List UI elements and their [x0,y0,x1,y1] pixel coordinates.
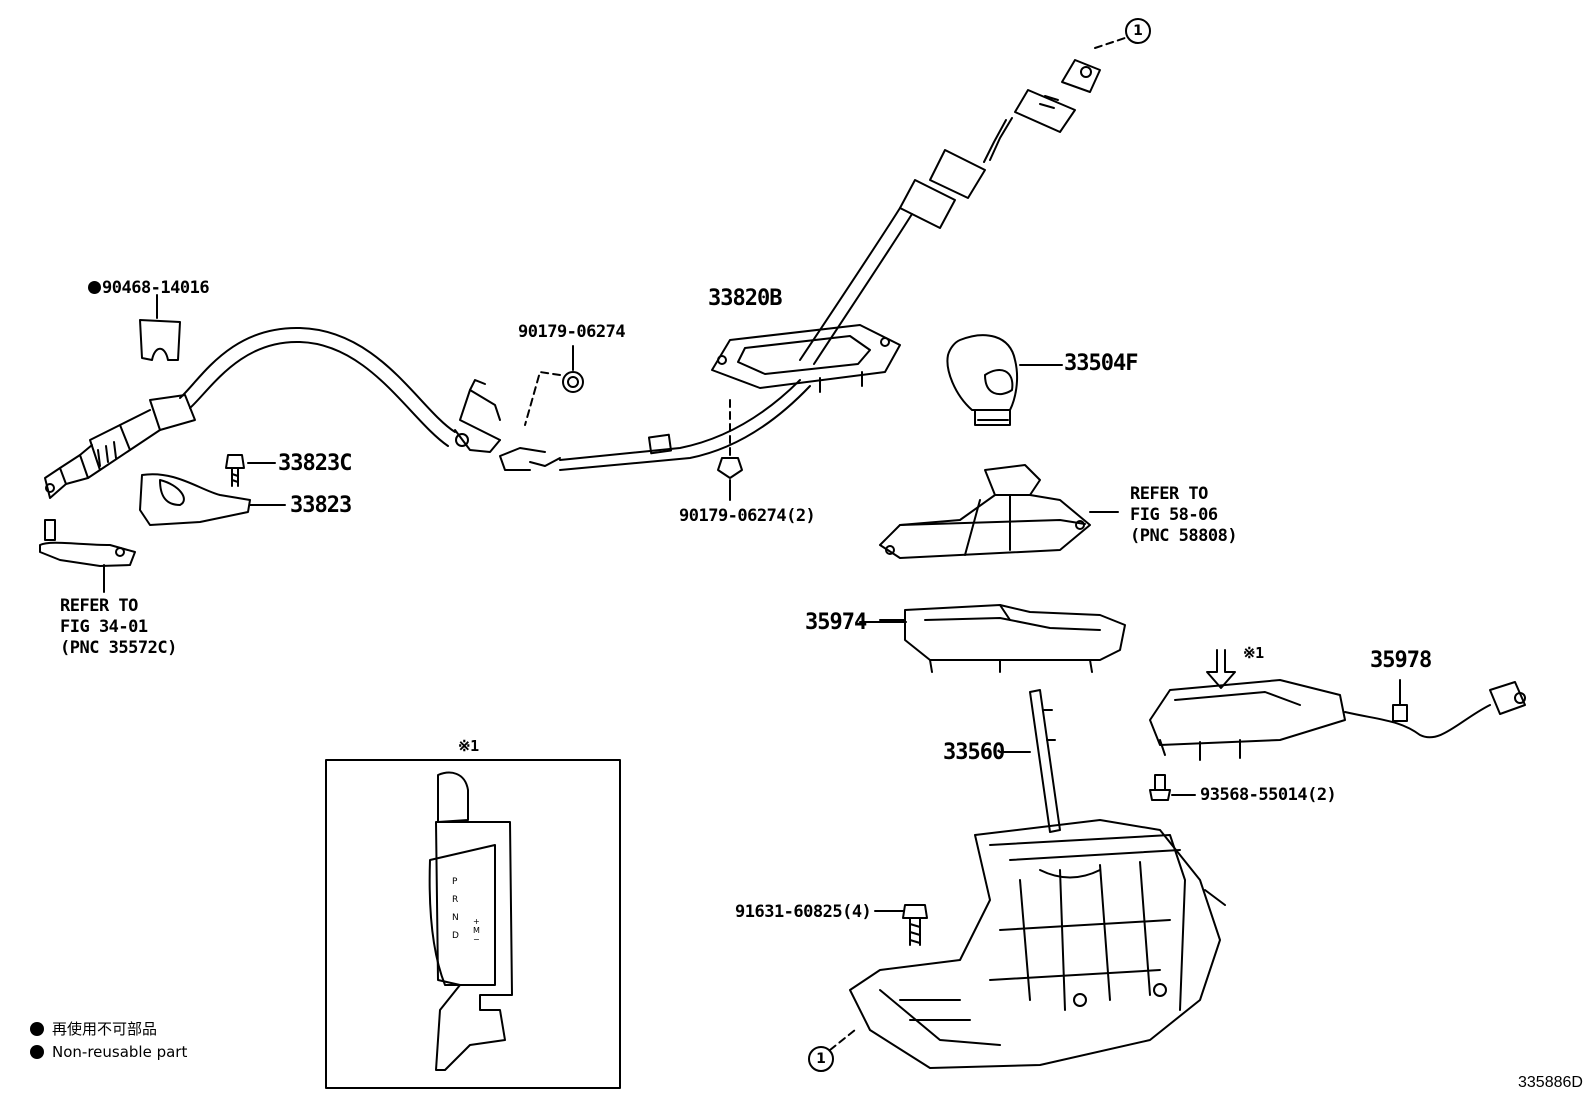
gate-letter: N [452,913,459,923]
ref-line: (PNC 35572C) [60,638,177,658]
connection-marker-bottom: 1 [808,1046,834,1072]
clip-90468 [139,294,181,361]
part-label-33504f: 33504F [1064,351,1138,376]
ref-line: FIG 58-06 [1130,505,1218,525]
shift-knob [946,334,1063,426]
gate-letter: − [473,935,480,944]
nut-90179 [524,345,743,501]
part-label-90179-top: 90179-06274 [518,322,626,342]
bolt-93568 [1149,774,1196,801]
part-label-93568: 93568-55014(2) [1200,785,1337,805]
gate-letter: + [473,917,480,926]
lever-ref [39,519,136,593]
non-reusable-dot-icon [30,1045,44,1059]
inset-box [325,759,621,1089]
bracket-33823 [139,473,286,526]
part-label-91631: 91631-60825(4) [735,902,872,922]
shift-lever-base [849,689,1226,1069]
part-label-33823: 33823 [290,493,352,518]
console-boot [879,464,1119,559]
connection-marker-top: 1 [1125,18,1151,44]
part-label-33823c: 33823C [278,451,352,476]
part-label-33820b: 33820B [708,286,782,311]
legend-jp: 再使用不可部品 [30,1018,157,1039]
gate-letter: M [473,926,480,935]
bolt-33823c [225,454,276,487]
part-label-90179-bottom: 90179-06274(2) [679,506,816,526]
part-label-33560: 33560 [943,740,1005,765]
legend-en: Non-reusable part [30,1043,187,1061]
reference-note-34-01: REFER TO FIG 34-01 (PNC 35572C) [60,596,177,659]
non-reusable-dot-icon [88,281,101,294]
inset-title: ※1 [458,737,479,755]
bolt-91631 [874,904,928,946]
gate-letters-right: + M − [473,917,480,944]
legend-jp-text: 再使用不可部品 [52,1020,158,1038]
gate-letters-left: P R N D [452,873,459,945]
reference-note-58-06: REFER TO FIG 58-06 (PNC 58808) [1130,484,1238,547]
gate-letter: R [452,895,459,905]
legend-en-text: Non-reusable part [52,1043,188,1061]
indicator-35978 [1149,649,1526,761]
cable-upper-end [799,37,1126,365]
ref-line: REFER TO [60,596,138,616]
note-mark-arrow: ※1 [1243,644,1264,662]
gasket-plate [711,324,901,393]
cable-lower [44,326,811,499]
ref-line: FIG 34-01 [60,617,148,637]
part-label-35978: 35978 [1370,648,1432,673]
part-label-35974: 35974 [805,610,867,635]
part-label-90468: 90468-14016 [88,278,210,298]
non-reusable-dot-icon [30,1022,44,1036]
indicator-housing [859,604,1126,673]
ref-line: REFER TO [1130,484,1208,504]
gate-letter: P [452,877,458,887]
gate-letter: D [452,931,459,941]
part-number-90468: 90468-14016 [102,278,210,298]
diagram-code: 335886D [1518,1074,1583,1091]
ref-line: (PNC 58808) [1130,526,1238,546]
